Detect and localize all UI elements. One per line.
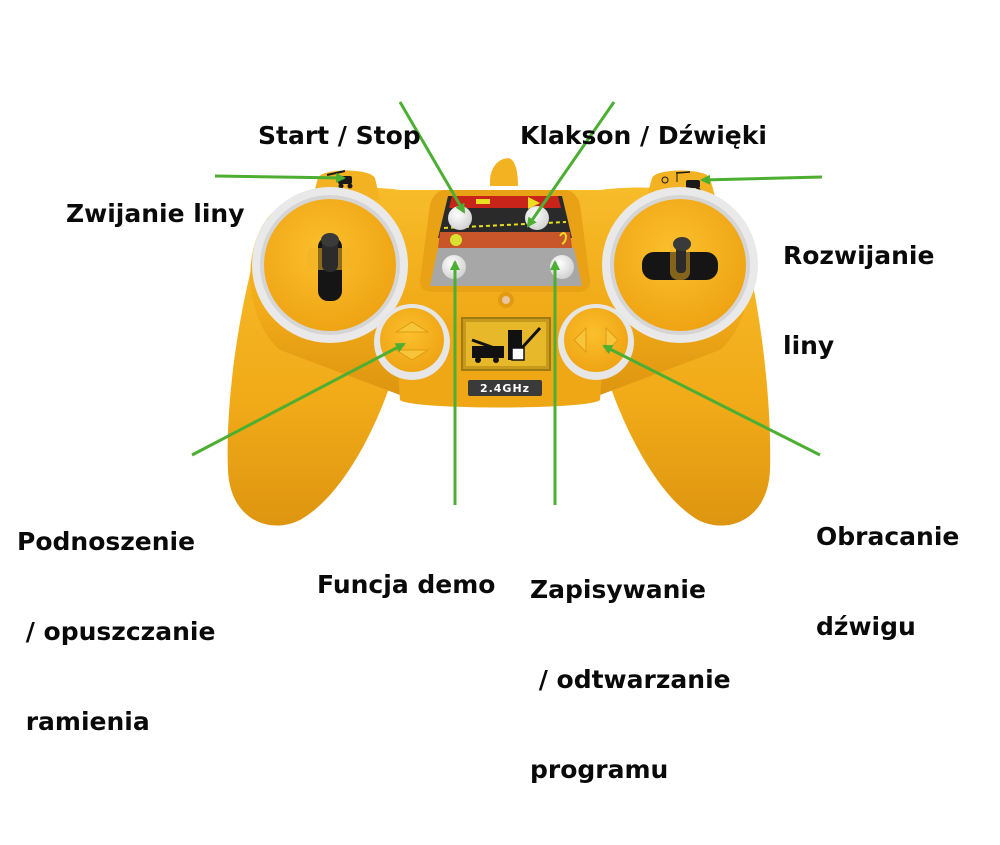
label-line: / opuszczanie [17,617,216,646]
right-joystick[interactable] [602,187,758,343]
label-line: Zapisywanie [530,575,706,604]
label-line: Obracanie [816,522,960,551]
label-demo: Funcja demo [317,510,495,660]
label-line: Start / Stop [258,121,421,150]
svg-text:2.4GHz: 2.4GHz [480,382,530,395]
controller-diagram: 2.4GHz Start / Stop [17,61,959,784]
power-led [498,292,514,308]
crane-decal [461,317,551,371]
arrow-start-stop [398,101,466,214]
label-line: Klakson / Dźwięki [520,121,767,150]
label-line: Zwijanie liny [66,199,245,228]
arrow-horn [526,101,616,228]
label-line: dźwigu [816,612,916,641]
label-line: Podnoszenie [17,527,196,556]
rotate-crane-pad[interactable] [558,304,634,380]
boom-up-down-pad[interactable] [374,304,450,380]
label-horn-sounds: Klakson / Dźwięki [520,61,767,211]
label-winch-out: Rozwijanie liny [783,181,934,421]
left-joystick[interactable] [252,187,408,343]
controller-illustration: 2.4GHz [191,101,823,526]
label-line: programu [530,755,669,784]
label-rotate-crane: Obracanie dźwigu [816,462,959,702]
label-record-play: Zapisywanie / odtwarzanie programu [530,515,731,845]
label-line: liny [783,331,835,360]
arrow-rotate [602,344,821,457]
label-line: Funcja demo [317,570,496,599]
label-line: ramienia [17,707,150,736]
arrow-winch-in [214,172,346,183]
arrow-boom [191,342,406,457]
label-line: Rozwijanie [783,241,935,270]
arrow-winch-out [700,174,823,185]
label-start-stop: Start / Stop [258,61,421,211]
frequency-badge: 2.4GHz [468,380,542,396]
callout-arrows [191,101,823,505]
label-winch-in: Zwijanie liny [66,139,245,289]
label-boom-up-down: Podnoszenie / opuszczanie ramienia [17,467,215,797]
start-stop-button[interactable] [448,206,472,230]
label-line: / odtwarzanie [530,665,731,694]
